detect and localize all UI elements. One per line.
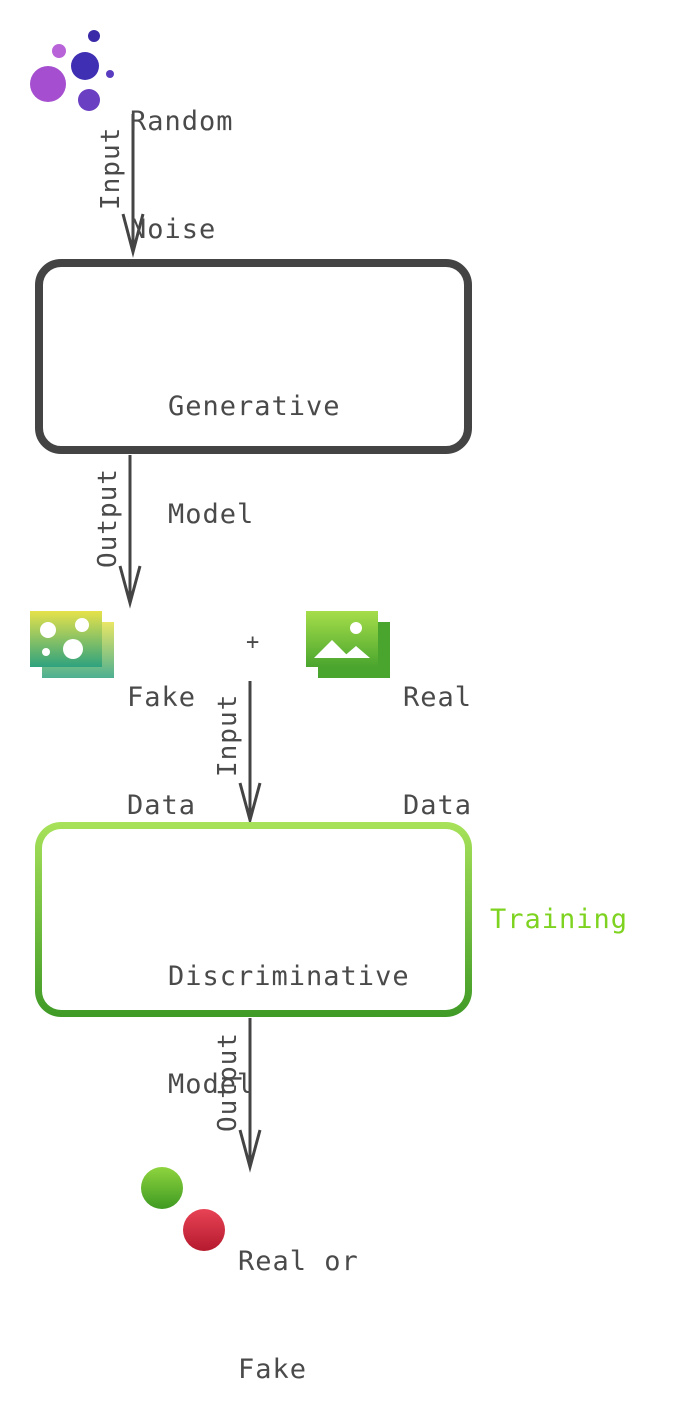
image-icon [30, 611, 114, 678]
real-data-label: Real Data [403, 608, 472, 860]
plus-sign: + [246, 630, 260, 655]
training-label: Training [490, 904, 629, 935]
noise-label: Random Noise [130, 32, 234, 284]
real-data-line1: Real [403, 682, 473, 713]
arrow-data-to-discriminator [238, 681, 262, 826]
fake-data-label: Fake Data [127, 608, 196, 860]
arrow-noise-to-generator [121, 114, 145, 258]
edge-label-noise-to-generator: Input [96, 126, 126, 210]
discriminative-model-line1: Discriminative [168, 961, 410, 992]
result-line1: Real or [238, 1246, 359, 1277]
result-label: Real or Fake [238, 1172, 359, 1424]
arrow-generator-to-fake [118, 455, 142, 609]
landscape-image-icon [306, 611, 390, 678]
edge-label-data-to-discriminator: Input [213, 693, 243, 777]
discriminative-model-box [35, 822, 472, 1017]
discriminative-model-label: Discriminative Model [168, 887, 410, 1139]
fake-data-line1: Fake [127, 682, 197, 713]
real-data-line2: Data [403, 790, 473, 821]
discriminative-model-line2: Model [168, 1069, 255, 1100]
edge-label-discriminator-to-result: Output [213, 1032, 243, 1132]
generative-model-line1: Generative [168, 391, 341, 422]
noise-label-line2: Noise [130, 214, 217, 245]
noise-label-line1: Random [130, 106, 234, 137]
dots-icon [141, 1167, 225, 1251]
fake-data-line2: Data [127, 790, 197, 821]
generative-model-line2: Model [168, 499, 255, 530]
bubbles-icon [30, 30, 114, 111]
generative-model-box [35, 259, 472, 454]
result-line2: Fake [238, 1354, 308, 1385]
edge-label-generator-to-fake: Output [93, 468, 123, 568]
generative-model-label: Generative Model [168, 317, 341, 569]
arrow-discriminator-to-result [238, 1018, 262, 1173]
